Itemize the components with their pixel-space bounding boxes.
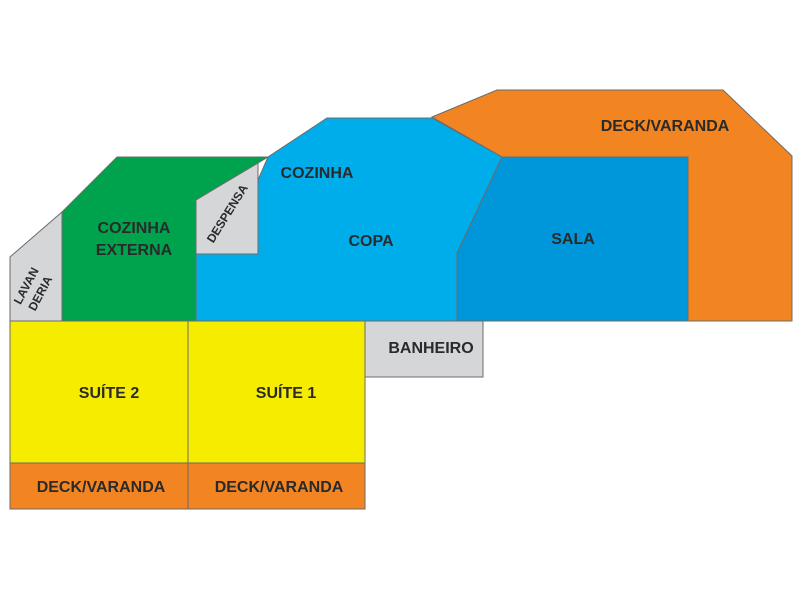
- suite-1-room: [187, 320, 366, 464]
- cozinha-externa-label-line1: COZINHA: [98, 220, 171, 237]
- deck-varanda-right-label: DECK/VARANDA: [215, 479, 344, 496]
- sala-label: SALA: [551, 231, 595, 248]
- banheiro-room: [364, 320, 484, 378]
- suite-2-label: SUÍTE 2: [79, 383, 140, 402]
- cozinha-label: COZINHA: [281, 165, 354, 182]
- suite-1-label: SUÍTE 1: [256, 383, 317, 402]
- copa-label: COPA: [348, 233, 393, 250]
- banheiro-label: BANHEIRO: [388, 340, 473, 357]
- deck-varanda-left-label: DECK/VARANDA: [37, 479, 166, 496]
- deck-varanda-right: [187, 462, 366, 510]
- cozinha-externa-label-line2: EXTERNA: [96, 242, 173, 259]
- deck-varanda-top-label: DECK/VARANDA: [601, 118, 730, 135]
